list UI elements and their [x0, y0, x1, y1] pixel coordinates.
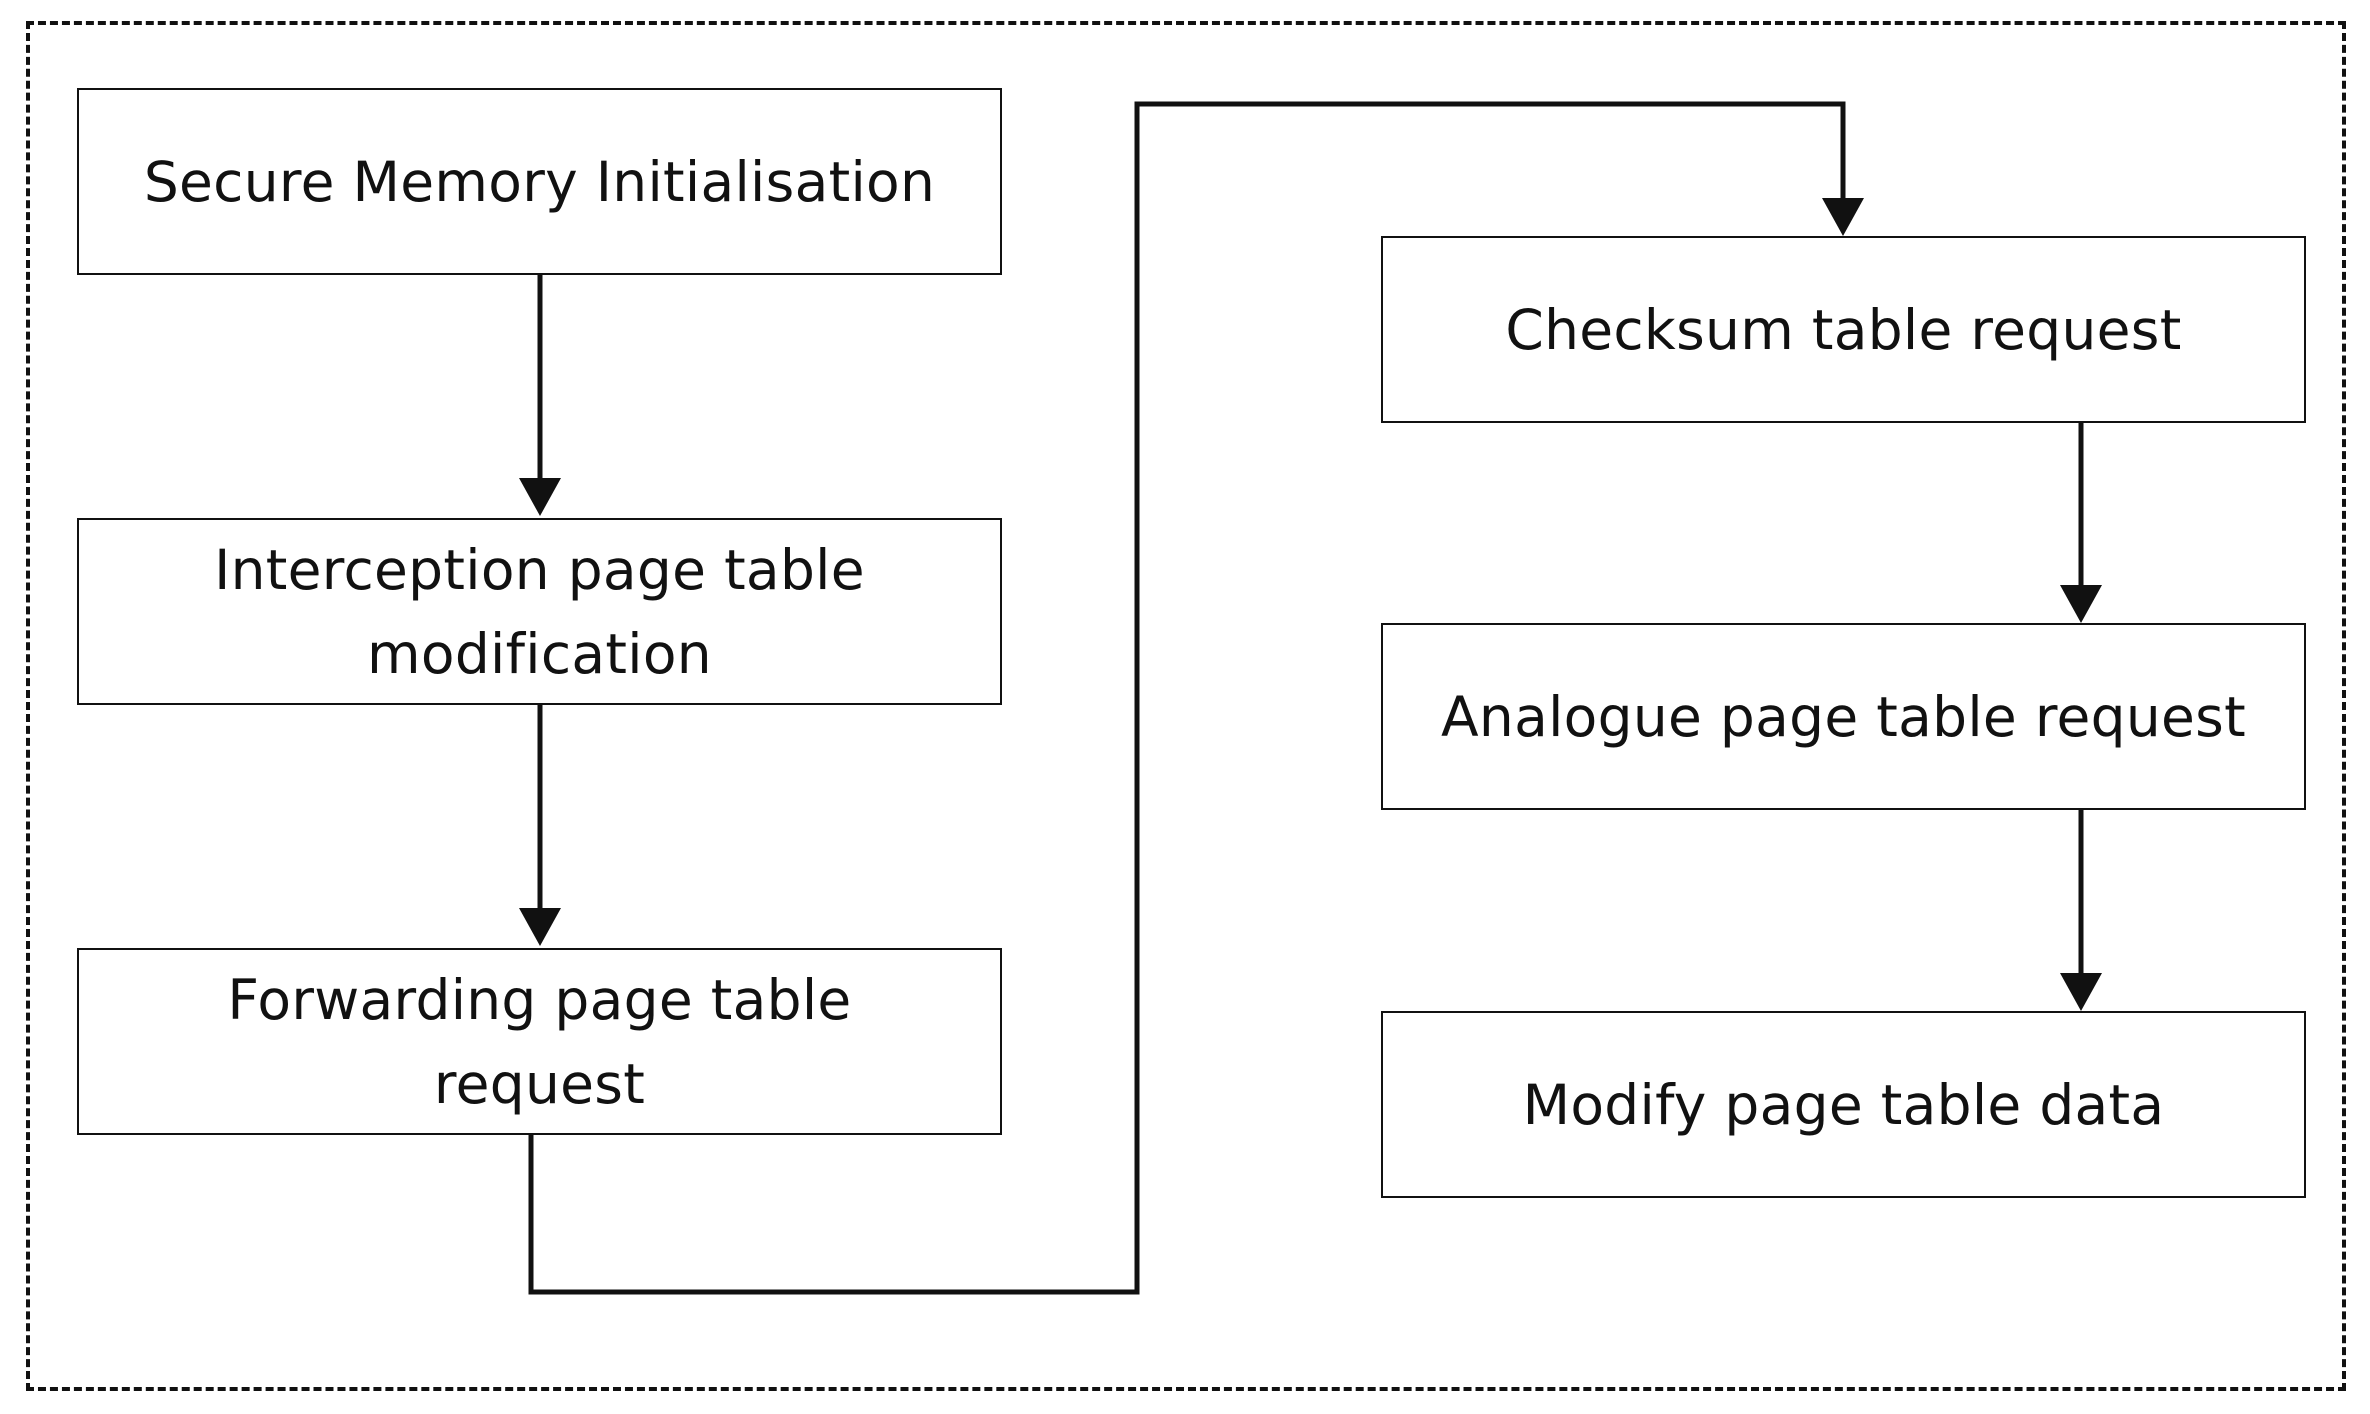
step-label: Analogue page table request — [1440, 684, 2246, 749]
step-secure-memory-initialisation: Secure Memory Initialisation — [77, 88, 1002, 275]
arrow-forwarding-to-checksum — [528, 101, 1846, 1295]
dashed-outer-frame — [26, 21, 2346, 1391]
arrowhead-checksum-to-analogue — [2060, 585, 2102, 623]
step-label: Secure Memory Initialisation — [143, 149, 936, 214]
step-label: Forwarding page table request — [227, 967, 852, 1116]
step-forwarding-page-table-request: Forwarding page table request — [77, 948, 1002, 1135]
arrowhead-interception-to-forwarding — [519, 908, 561, 946]
step-modify-page-table-data: Modify page table data — [1381, 1011, 2306, 1198]
step-analogue-page-table-request: Analogue page table request — [1381, 623, 2306, 810]
step-label: Modify page table data — [1522, 1072, 2165, 1137]
step-checksum-table-request: Checksum table request — [1381, 236, 2306, 423]
arrowhead-secure-to-interception — [519, 478, 561, 516]
step-label: Interception page table modification — [214, 537, 865, 686]
arrowhead-forwarding-to-checksum — [1822, 198, 1864, 236]
step-interception-page-table-modification: Interception page table modification — [77, 518, 1002, 705]
arrowhead-analogue-to-modify — [2060, 973, 2102, 1011]
step-label: Checksum table request — [1505, 297, 2182, 362]
